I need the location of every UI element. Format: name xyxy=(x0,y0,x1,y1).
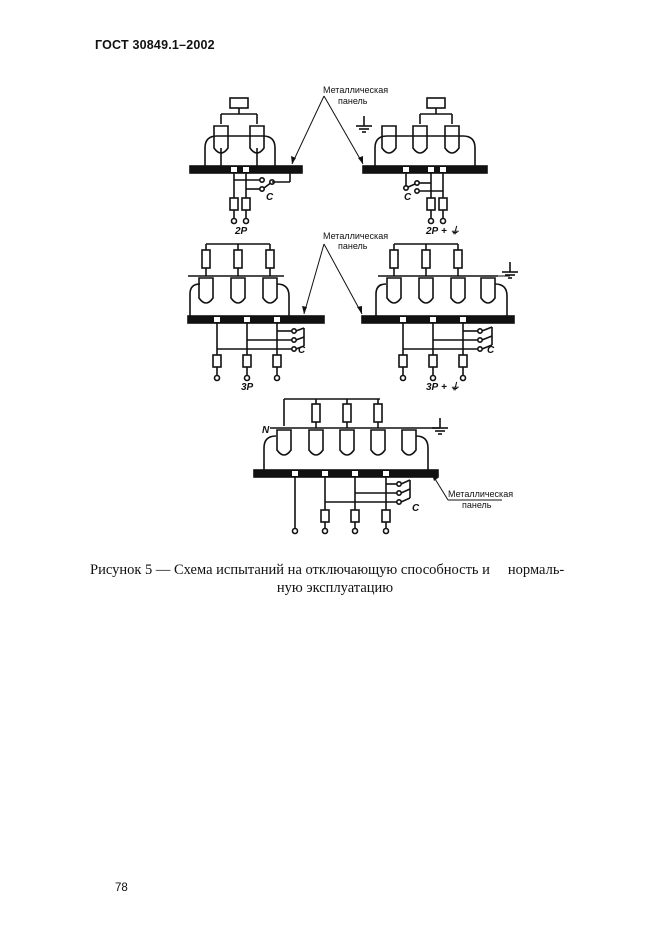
config-label-2p-ground: 2Р + ⏚ xyxy=(425,225,460,237)
switch-label-c: С xyxy=(266,192,274,203)
metal-panel-label: Металлическая xyxy=(323,85,388,95)
diagram-2p xyxy=(189,97,303,225)
metal-panel-label: Металлическая xyxy=(323,231,388,241)
switch-label-c: С xyxy=(404,192,412,203)
page-number: 78 xyxy=(115,882,128,894)
diagram-3p-ground xyxy=(361,243,518,382)
metal-panel-label: панель xyxy=(338,241,368,251)
config-label-3p-ground: 3Р + ⏚ xyxy=(426,381,460,393)
diagram-3p xyxy=(187,243,325,382)
caption-text: Рисунок 5 — Схема испытаний на отключающ… xyxy=(90,562,490,578)
switch-label-c: С xyxy=(412,503,420,514)
figure-caption: Рисунок 5 — Схема испытаний на отключающ… xyxy=(90,561,620,597)
neutral-label-n: N xyxy=(262,425,270,436)
metal-panel-label: панель xyxy=(338,96,368,106)
config-label-3p: 3Р xyxy=(241,382,254,393)
caption-text: нормаль- xyxy=(507,562,565,578)
document-header: ГОСТ 30849.1–2002 xyxy=(95,38,215,52)
metal-panel-label: панель xyxy=(462,500,492,510)
switch-label-c: С xyxy=(487,345,495,356)
switch-label-c: С xyxy=(298,345,306,356)
metal-panel-label: Металлическая xyxy=(448,489,513,499)
diagram-2p-ground xyxy=(356,97,488,225)
config-label-2p: 2Р xyxy=(234,226,248,237)
caption-text: ную эксплуатацию xyxy=(276,580,394,596)
diagram-4p-neutral xyxy=(253,398,448,535)
